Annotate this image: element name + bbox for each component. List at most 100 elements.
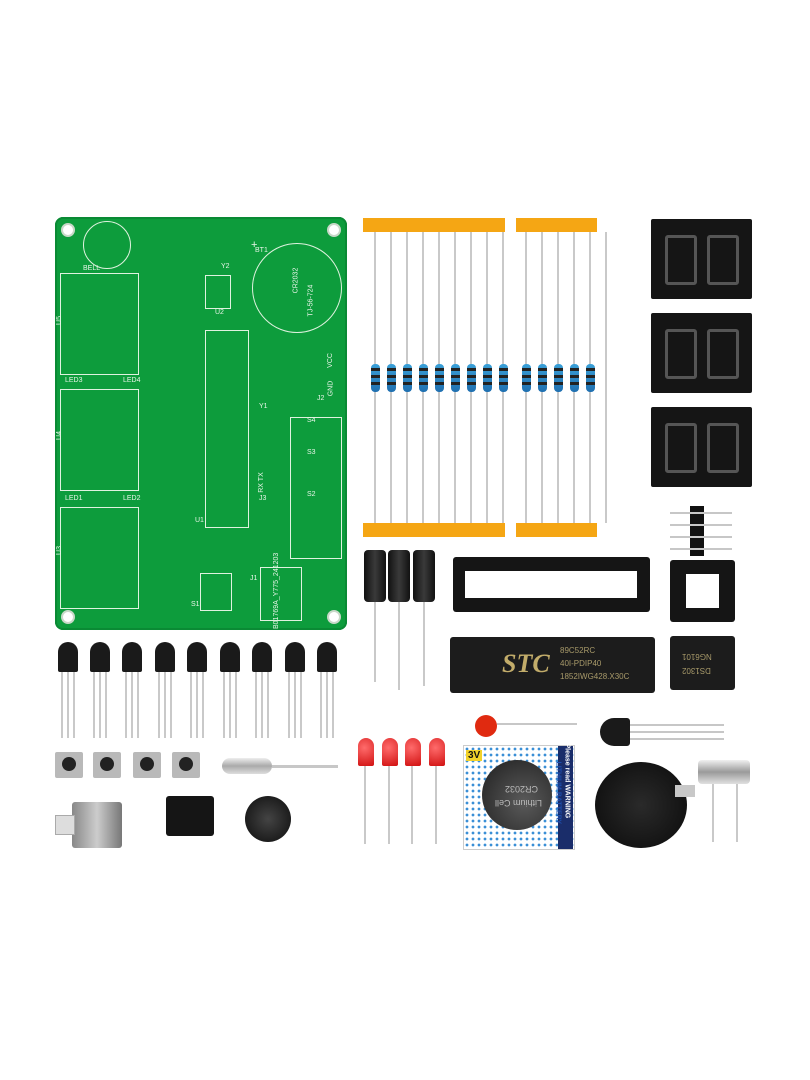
lead bbox=[73, 672, 75, 738]
battery-cell-text: Lithium Cell bbox=[494, 798, 542, 808]
seven-segment-display bbox=[651, 219, 752, 299]
red-led bbox=[358, 738, 374, 766]
lead bbox=[93, 672, 95, 738]
ceramic-capacitor bbox=[475, 715, 497, 737]
resistor bbox=[522, 364, 531, 392]
switch-footprint bbox=[200, 573, 232, 611]
seven-segment-display bbox=[651, 313, 752, 393]
rtc-footprint bbox=[205, 275, 231, 309]
lead bbox=[736, 784, 738, 842]
silk-label: + bbox=[251, 239, 258, 251]
resistor bbox=[467, 364, 476, 392]
lead bbox=[300, 672, 302, 738]
battery-warning: Please read WARNING bbox=[563, 743, 571, 819]
lead bbox=[364, 766, 366, 844]
silk-label: LED4 bbox=[123, 377, 141, 384]
silk-label: Y1 bbox=[259, 403, 268, 410]
lead bbox=[229, 672, 231, 738]
transistor bbox=[90, 642, 110, 672]
silk-label: BT1 bbox=[255, 247, 268, 254]
mcu-package: 40I-PDIP40 bbox=[560, 659, 602, 668]
silk-label: S3 bbox=[307, 449, 316, 456]
silk-label: LED3 bbox=[65, 377, 83, 384]
switch-knob bbox=[55, 815, 75, 835]
pin-header bbox=[690, 506, 704, 556]
resistor bbox=[419, 364, 428, 392]
lead bbox=[497, 723, 577, 725]
transistor bbox=[285, 642, 305, 672]
buzzer-footprint bbox=[83, 221, 131, 269]
transistor bbox=[317, 642, 337, 672]
crystal-oscillator bbox=[698, 760, 750, 784]
lead bbox=[235, 672, 237, 738]
mcu-code: 1852IWG428.X30C bbox=[560, 672, 630, 681]
display-footprint-u4 bbox=[60, 389, 139, 491]
resistor bbox=[499, 364, 508, 392]
header-pin bbox=[670, 524, 732, 526]
battery-brand: LITHIUM BATTERY bbox=[554, 761, 562, 825]
silk-label: S4 bbox=[307, 417, 316, 424]
battery-card-strip bbox=[558, 746, 573, 849]
coin-cell: Lithium Cell CR2032 bbox=[482, 760, 552, 830]
lead bbox=[67, 672, 69, 738]
transistor bbox=[187, 642, 207, 672]
lead bbox=[712, 784, 714, 842]
mount-hole bbox=[61, 610, 75, 624]
resistor bbox=[554, 364, 563, 392]
silk-label: RX TX bbox=[257, 472, 265, 493]
lead bbox=[326, 672, 328, 738]
red-led bbox=[429, 738, 445, 766]
buzzer bbox=[245, 796, 291, 842]
lead bbox=[435, 766, 437, 844]
resistor bbox=[483, 364, 492, 392]
silk-label: VCC bbox=[326, 353, 334, 368]
lead bbox=[288, 672, 290, 738]
mount-hole bbox=[327, 610, 341, 624]
red-led bbox=[405, 738, 421, 766]
resistor-tape bbox=[363, 523, 505, 537]
silk-label: S1 bbox=[191, 601, 200, 608]
lead bbox=[137, 672, 139, 738]
tactile-button bbox=[133, 752, 161, 778]
mount-hole bbox=[61, 223, 75, 237]
header-pin bbox=[670, 512, 732, 514]
resistor bbox=[586, 364, 595, 392]
lead bbox=[61, 672, 63, 738]
coin-battery-card: 3V Lithium Cell CR2032 Please read WARNI… bbox=[463, 743, 575, 850]
silk-label: U5 bbox=[55, 316, 63, 325]
silk-label: S2 bbox=[307, 491, 316, 498]
battery-model: CR2032 bbox=[504, 784, 538, 794]
rtc-text: DS1302 bbox=[682, 666, 711, 675]
transistor bbox=[122, 642, 142, 672]
lead bbox=[388, 766, 390, 844]
silk-label: Y2 bbox=[221, 263, 230, 270]
electrolytic-capacitor bbox=[413, 550, 435, 602]
lead bbox=[196, 672, 198, 738]
silk-label: LED2 bbox=[123, 495, 141, 502]
lead bbox=[320, 672, 322, 738]
resistor bbox=[451, 364, 460, 392]
lead bbox=[255, 672, 257, 738]
silk-label: LED1 bbox=[65, 495, 83, 502]
mcu-model: 89C52RC bbox=[560, 646, 596, 655]
lead bbox=[605, 232, 607, 523]
lead bbox=[630, 724, 724, 726]
header-pin bbox=[670, 536, 732, 538]
lead bbox=[99, 672, 101, 738]
mcu-logo: STC bbox=[502, 649, 550, 678]
mcu-footprint bbox=[205, 330, 249, 528]
transistor bbox=[220, 642, 240, 672]
silk-label: U2 bbox=[215, 309, 224, 316]
lead bbox=[190, 672, 192, 738]
silk-label: U1 bbox=[195, 517, 204, 524]
resistor bbox=[387, 364, 396, 392]
pcb-board: BELL BT1 CR2032 TJ-56-724 VCC GND U1 U2 … bbox=[55, 217, 347, 630]
resistor bbox=[435, 364, 444, 392]
tactile-button bbox=[93, 752, 121, 778]
lead bbox=[267, 672, 269, 738]
silk-label: U4 bbox=[55, 431, 63, 440]
lead bbox=[131, 672, 133, 738]
silk-label: J1 bbox=[250, 575, 258, 582]
rtc-chip: NG6101 DS1302 bbox=[670, 636, 735, 690]
transistor bbox=[252, 642, 272, 672]
